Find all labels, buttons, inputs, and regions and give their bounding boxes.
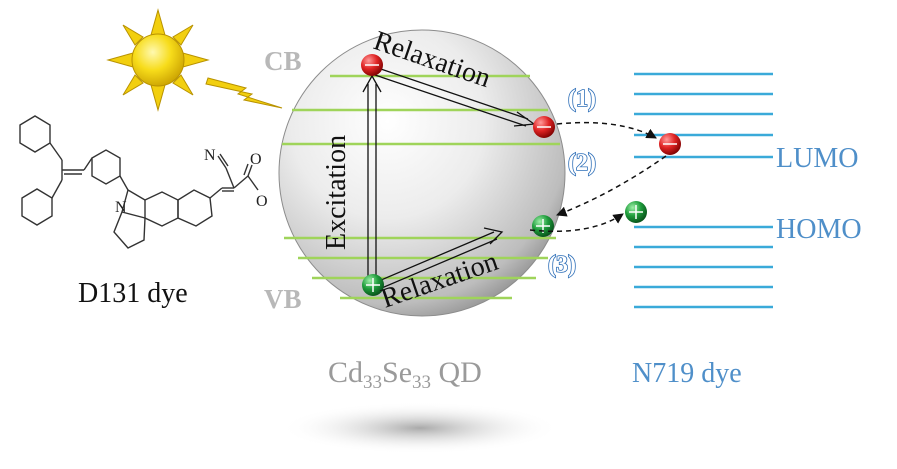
lightning-bolt-icon [205,77,283,109]
qd-hole-relaxed [532,215,554,237]
qd-energy-levels [282,74,560,300]
sun-icon [106,8,210,112]
quantum-dot-sphere [278,29,566,317]
qd-name-cd: Cd [328,356,363,389]
cyclopentane-ring [113,211,146,249]
excitation-label: Excitation [321,135,352,250]
molecule-n-indole: N [115,199,127,216]
lumo-label: LUMO [776,143,858,174]
phenyl-ring-bottom [21,188,53,226]
relaxation-bottom-arrow [373,227,504,291]
n719-energy-levels [634,72,773,309]
cb-label: CB [264,46,302,76]
qd-electron-relaxed [533,116,555,138]
d131-molecule [19,115,259,249]
molecule-o-bottom: O [256,193,268,210]
n719-electron [659,133,681,155]
n719-hole [625,201,647,223]
phenyl-ring-middle [91,149,121,185]
step-1-label: (1) [568,86,596,112]
qd-electron-cb [361,54,383,76]
n719-dye-label: N719 dye [632,358,742,389]
qd-name-label: Cd33Se33 QD [328,356,482,393]
vb-label: VB [264,284,302,314]
d131-dye-label: D131 dye [78,278,188,309]
molecule-n-cyano: N [204,147,216,164]
indole-ring [144,191,179,227]
homo-label: HOMO [776,214,862,245]
qd-name-suffix: QD [431,356,482,389]
qd-hole-vb [362,274,384,296]
transfer-arrow-3 [529,213,624,233]
sphere-shadow [280,402,560,454]
step-2-label: (2) [568,150,596,176]
transfer-arrow-2 [556,155,667,217]
step-3-label: (3) [548,252,576,278]
molecule-o-top: O [250,151,262,168]
qd-name-sub1: 33 [363,372,382,393]
transfer-arrows [529,121,667,233]
qd-name-sub2: 33 [412,372,431,393]
qd-name-se: Se [382,356,412,389]
benzene-ring-right [177,189,213,227]
transfer-arrow-1 [556,121,657,139]
phenyl-ring-top [19,115,51,153]
